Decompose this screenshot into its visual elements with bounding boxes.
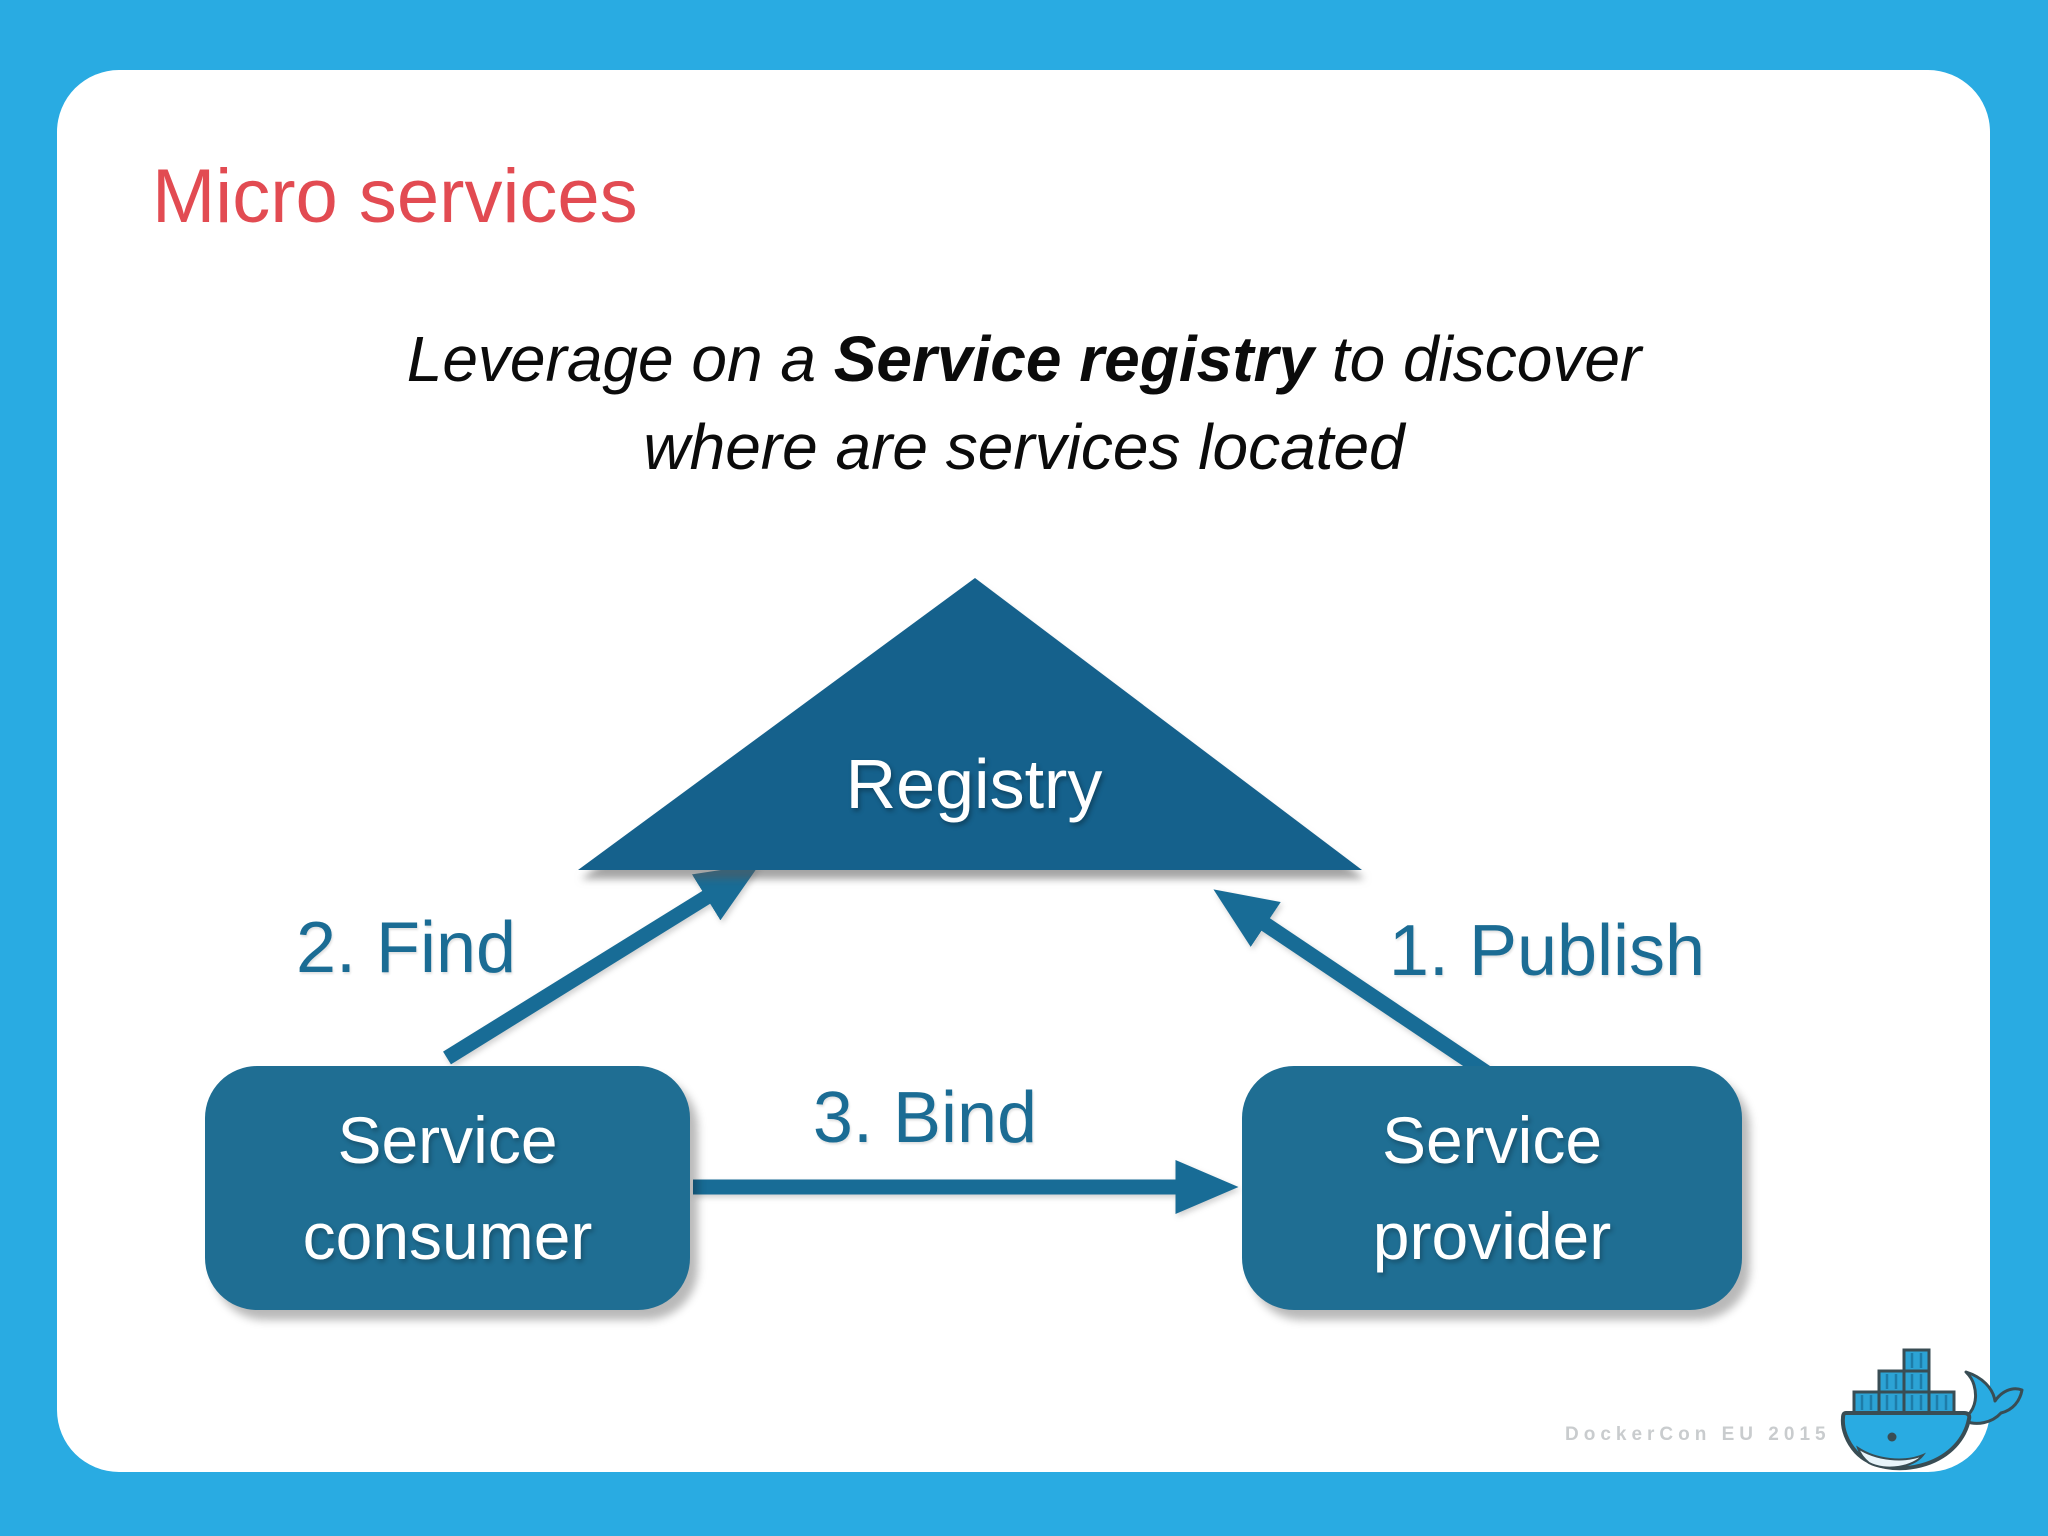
subtitle: Leverage on a Service registry to discov… <box>124 315 1924 491</box>
publish-step-label: 1. Publish <box>1388 911 1706 991</box>
subtitle-line1-post: to discover <box>1314 323 1642 395</box>
consumer-label-line2: consumer <box>302 1199 593 1273</box>
subtitle-line1-pre: Leverage on a <box>406 323 834 395</box>
provider-label-line2: provider <box>1372 1199 1612 1273</box>
service-provider-box: Service provider <box>1242 1066 1742 1310</box>
consumer-label-line1: Service <box>337 1103 558 1177</box>
find-arrow <box>443 864 760 1065</box>
bind-step-label: 3. Bind <box>812 1078 1038 1158</box>
watermark: DockerCon EU 2015 <box>1565 1424 1831 1445</box>
service-consumer-box: Service consumer <box>205 1066 690 1310</box>
provider-label-line1: Service <box>1381 1103 1603 1177</box>
docker-whale-icon <box>1840 1348 2024 1471</box>
registry-triangle <box>578 578 1362 870</box>
page-title: Micro services <box>152 154 638 239</box>
subtitle-line1-bold: Service registry <box>833 323 1315 395</box>
subtitle-line2: where are services located <box>643 411 1405 483</box>
publish-arrow <box>1213 889 1492 1080</box>
find-step-label: 2. Find <box>295 908 517 988</box>
registry-label: Registry <box>845 745 1103 823</box>
